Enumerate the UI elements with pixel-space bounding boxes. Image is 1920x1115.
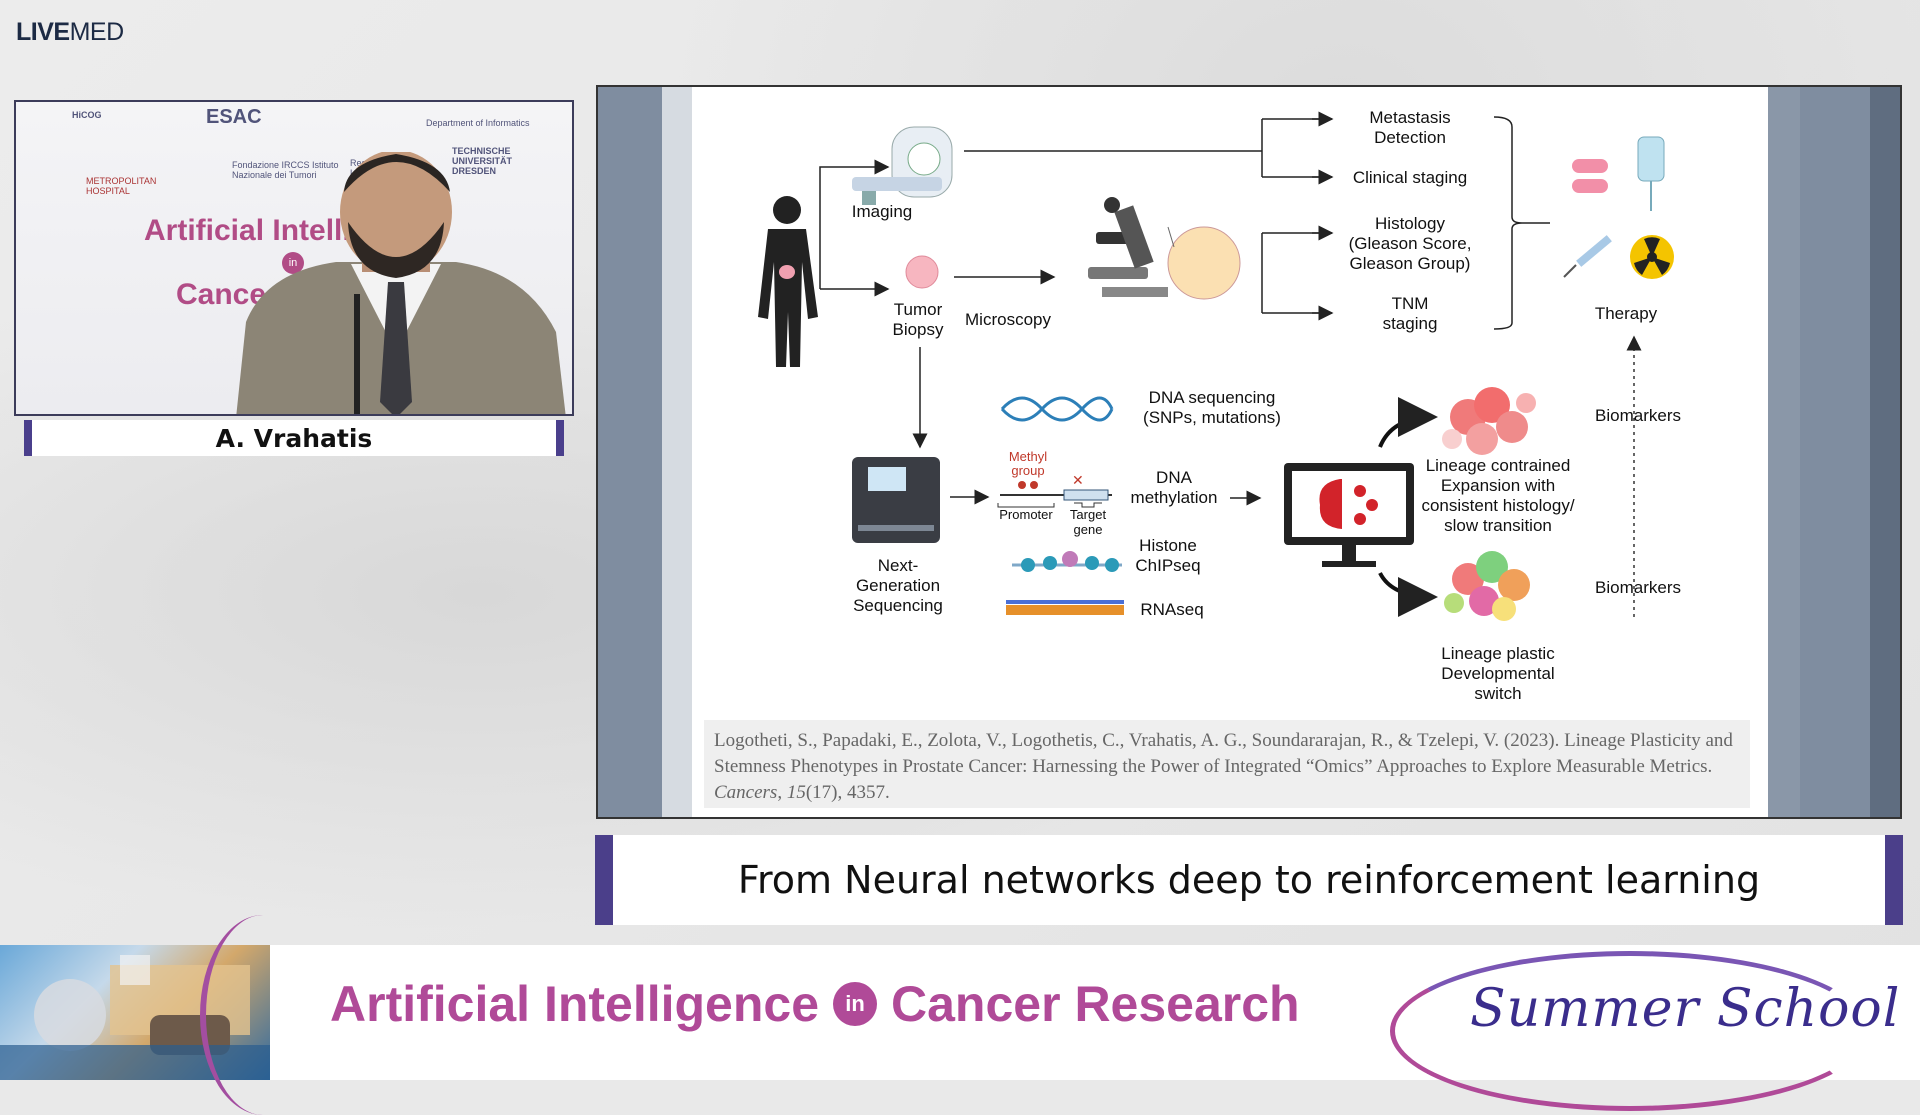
svg-text:Promoter: Promoter [999,507,1053,522]
bottom-banner: Artificial Intelligence in Cancer Resear… [0,915,1920,1115]
backdrop-title-2: Cance [176,278,267,311]
svg-text:Next-: Next- [878,556,919,575]
svg-text:Tumor: Tumor [894,300,943,319]
svg-text:Methyl: Methyl [1009,449,1047,464]
speaker-video: HiCOG ESAC Department of Informatics MET… [14,100,574,416]
speaker-nameplate: A. Vrahatis [24,420,564,456]
svg-text:✕: ✕ [1072,472,1084,488]
svg-text:DNA sequencing: DNA sequencing [1149,388,1276,407]
svg-text:Target: Target [1070,507,1107,522]
speaker-figure [236,152,566,414]
svg-text:switch: switch [1474,684,1521,703]
radiation-icon [1630,235,1674,279]
slide-left-bar-light [662,87,692,817]
svg-text:Developmental: Developmental [1441,664,1554,683]
syringe-icon [1563,235,1612,278]
pill-icon [1572,159,1608,193]
summer-school-logo: Summer School [1470,979,1901,1039]
svg-text:Gleason Group): Gleason Group) [1350,254,1471,273]
svg-text:Detection: Detection [1374,128,1446,147]
tumor-icon [905,255,939,289]
slide-citation: Logotheti, S., Papadaki, E., Zolota, V.,… [704,720,1750,808]
methylation-gene-icon: ✕ [1000,472,1112,501]
dna-helix-icon [1000,396,1114,422]
slide-content: Imaging Tumor Biopsy Microscopy [692,87,1768,817]
in-badge: in [833,982,878,1026]
histone-chip-icon [1012,551,1122,572]
svg-text:gene: gene [1074,522,1103,537]
svg-text:Generation: Generation [856,576,940,595]
svg-text:(Gleason Score,: (Gleason Score, [1349,234,1472,253]
human-body-icon [758,196,818,367]
label-therapy: Therapy [1595,304,1658,323]
svg-text:group: group [1011,463,1044,478]
svg-text:Biopsy: Biopsy [892,320,944,339]
svg-text:slow transition: slow transition [1444,516,1552,535]
backdrop-title: Artificial Intelli [144,214,351,247]
ai-computer-icon [1284,463,1414,567]
svg-text:Sequencing: Sequencing [853,596,943,615]
cell-cluster-contrained-icon [1442,387,1536,455]
sequencer-icon [852,457,940,543]
lecture-caption: From Neural networks deep to reinforceme… [595,835,1903,925]
cell-tissue-icon [1167,226,1241,300]
presentation-slide-frame: Imaging Tumor Biopsy Microscopy [596,85,1902,819]
svg-text:Lineage contrained: Lineage contrained [1426,456,1571,475]
svg-text:ChIPseq: ChIPseq [1135,556,1200,575]
backdrop-in-badge: in [282,252,304,274]
svg-text:(SNPs, mutations): (SNPs, mutations) [1143,408,1281,427]
label-biomarkers-2: Biomarkers [1595,578,1681,597]
cell-cluster-plastic-icon [1444,551,1530,621]
label-biomarkers-1: Biomarkers [1595,406,1681,425]
label-clinical-staging: Clinical staging [1353,168,1467,187]
slide-right-bar-dark [1870,87,1900,817]
rna-strand-icon [1006,600,1124,615]
svg-text:staging: staging [1383,314,1438,333]
svg-text:consistent histology/: consistent histology/ [1421,496,1574,515]
mri-scanner-icon [852,126,953,205]
svg-text:Metastasis: Metastasis [1369,108,1450,127]
iv-bag-icon [1637,136,1665,211]
microscope-icon [1088,197,1168,297]
omics-workflow-figure: Imaging Tumor Biopsy Microscopy [758,108,1681,703]
label-imaging: Imaging [852,202,912,221]
svg-text:methylation: methylation [1131,488,1218,507]
slide-left-bar [598,87,662,817]
svg-text:Lineage plastic: Lineage plastic [1441,644,1555,663]
svg-text:TNM: TNM [1392,294,1429,313]
svg-text:Expansion with: Expansion with [1441,476,1555,495]
banner-title: Artificial Intelligence in Cancer Resear… [330,976,1300,1032]
label-rnaseq: RNAseq [1140,600,1203,619]
svg-text:Histone: Histone [1139,536,1197,555]
svg-text:DNA: DNA [1156,468,1193,487]
svg-text:Histology: Histology [1375,214,1445,233]
label-microscopy: Microscopy [965,310,1051,329]
banner-curve [200,915,326,1115]
livemed-logo: LIVEMED [16,18,124,46]
